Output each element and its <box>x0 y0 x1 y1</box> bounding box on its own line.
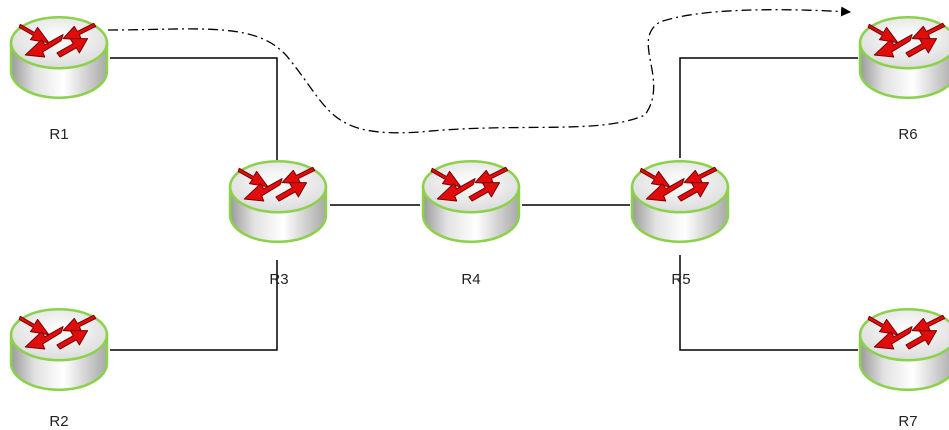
router-icon <box>9 15 109 100</box>
router-label: R6 <box>898 126 917 143</box>
router-r5: R5 <box>630 159 730 288</box>
router-label: R5 <box>671 271 690 288</box>
router-icon <box>228 159 328 244</box>
router-r4: R4 <box>421 159 521 288</box>
router-icon <box>858 307 949 392</box>
router-r2: R2 <box>9 307 109 430</box>
router-icon <box>421 159 521 244</box>
router-label: R7 <box>898 413 917 430</box>
router-label: R3 <box>269 271 288 288</box>
router-r1: R1 <box>9 15 109 143</box>
links-layer <box>110 57 858 351</box>
router-r7: R7 <box>858 307 949 430</box>
link-r2-r3 <box>110 260 278 351</box>
router-icon <box>9 307 109 392</box>
router-r3: R3 <box>228 159 328 288</box>
router-label: R2 <box>49 413 68 430</box>
flow-path-r1-to-r6 <box>107 6 851 134</box>
router-r6: R6 <box>858 15 949 143</box>
router-icon <box>630 159 730 244</box>
router-label: R4 <box>461 271 480 288</box>
link-r5-r7 <box>679 255 858 351</box>
router-label: R1 <box>49 126 68 143</box>
link-r1-r3 <box>110 57 278 160</box>
link-r5-r6 <box>679 57 858 158</box>
router-icon <box>858 15 949 100</box>
